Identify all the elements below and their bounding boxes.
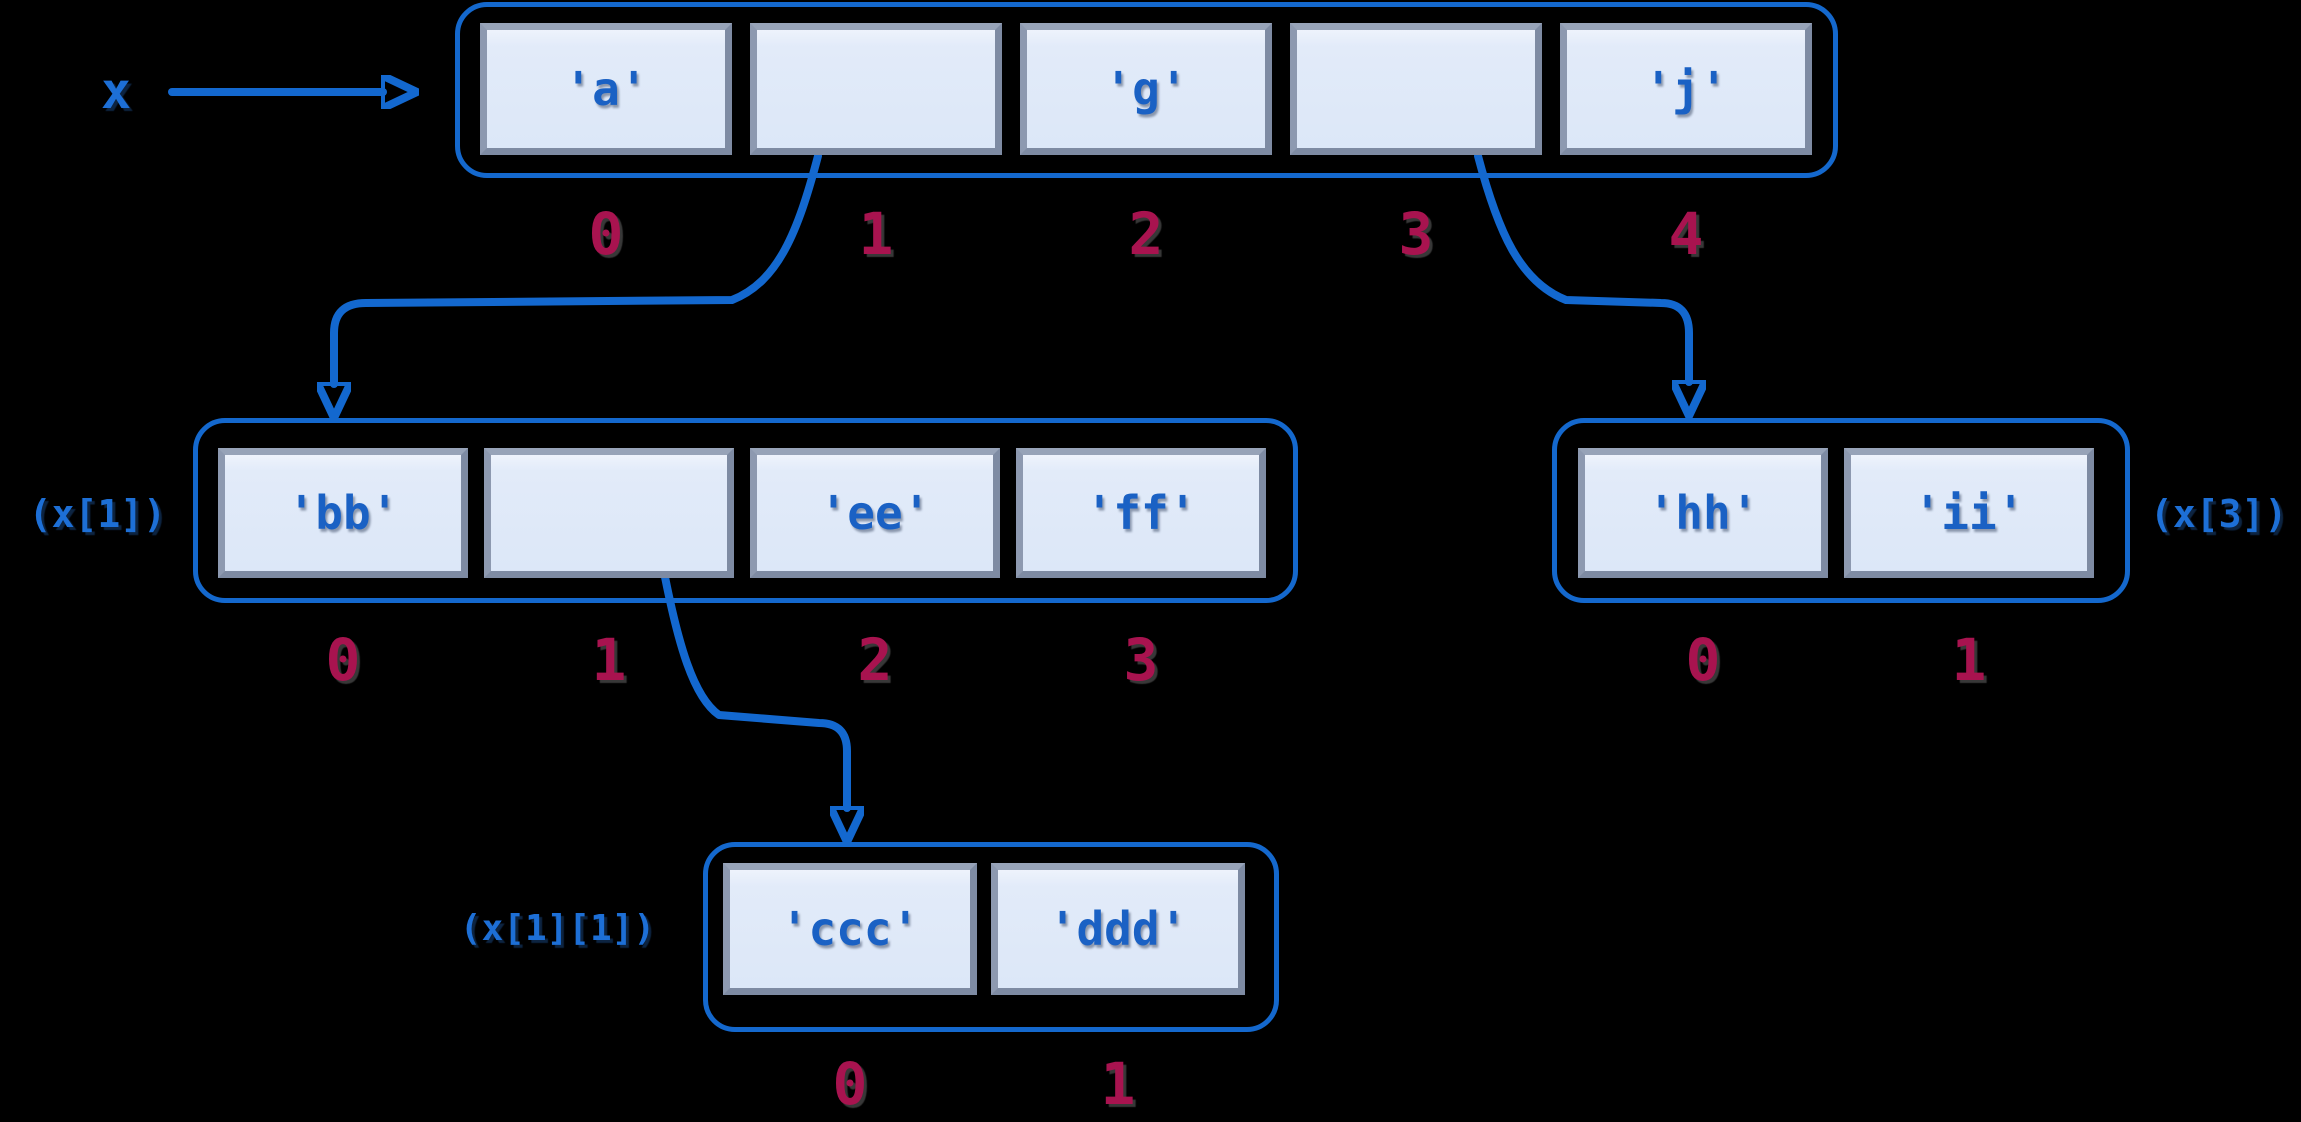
index-row-top: 0 1 2 3 4 xyxy=(480,200,1812,268)
list-cell: 'g' xyxy=(1020,23,1272,155)
index-label: 0 xyxy=(832,1050,868,1118)
cell-value: 'ff' xyxy=(1085,486,1197,540)
cell-value: 'ee' xyxy=(819,486,931,540)
list-cell: 'ii' xyxy=(1844,448,2094,578)
index-label: 0 xyxy=(325,626,361,694)
list-x1: 'bb' 'ee' 'ff' xyxy=(193,418,1298,603)
arrow-top1-to-x1-list xyxy=(334,152,822,384)
index-label: 3 xyxy=(1398,200,1434,268)
list-x11: 'ccc' 'ddd' xyxy=(703,842,1279,1032)
index-label: 4 xyxy=(1668,200,1704,268)
list-cell: 'a' xyxy=(480,23,732,155)
cell-value: 'j' xyxy=(1644,62,1728,116)
list-label-x11: (x[1][1]) xyxy=(459,908,655,949)
index-label: 0 xyxy=(1685,626,1721,694)
variable-label-x: x xyxy=(100,62,132,120)
index-label: 3 xyxy=(1123,626,1159,694)
list-cell: 'j' xyxy=(1560,23,1812,155)
index-row-x11: 0 1 xyxy=(723,1050,1245,1118)
arrow-top3-to-x3-list xyxy=(1474,152,1689,382)
index-row-x1: 0 1 2 3 xyxy=(218,626,1266,694)
list-label-x1: (x[1]) xyxy=(28,492,166,536)
index-label: 2 xyxy=(1128,200,1164,268)
list-cell: 'ff' xyxy=(1016,448,1266,578)
list-cell xyxy=(1290,23,1542,155)
index-label: 1 xyxy=(591,626,627,694)
index-row-x3: 0 1 xyxy=(1578,626,2094,694)
list-cell: 'bb' xyxy=(218,448,468,578)
cell-value: 'ii' xyxy=(1913,486,2025,540)
index-label: 1 xyxy=(1951,626,1987,694)
cell-value: 'ddd' xyxy=(1048,902,1188,956)
cell-value: 'g' xyxy=(1104,62,1188,116)
cell-value: 'bb' xyxy=(287,486,399,540)
index-label: 2 xyxy=(857,626,893,694)
list-cell xyxy=(750,23,1002,155)
cell-value: 'ccc' xyxy=(780,902,920,956)
list-cell: 'hh' xyxy=(1578,448,1828,578)
list-cell: 'ddd' xyxy=(991,863,1245,995)
list-x3: 'hh' 'ii' xyxy=(1552,418,2130,603)
list-cell: 'ee' xyxy=(750,448,1000,578)
index-label: 1 xyxy=(1100,1050,1136,1118)
list-top: 'a' 'g' 'j' xyxy=(455,2,1838,178)
list-cell xyxy=(484,448,734,578)
list-label-x3: (x[3]) xyxy=(2150,492,2288,536)
cell-value: 'a' xyxy=(564,62,648,116)
index-label: 0 xyxy=(588,200,624,268)
index-label: 1 xyxy=(858,200,894,268)
cell-value: 'hh' xyxy=(1647,486,1759,540)
list-cell: 'ccc' xyxy=(723,863,977,995)
